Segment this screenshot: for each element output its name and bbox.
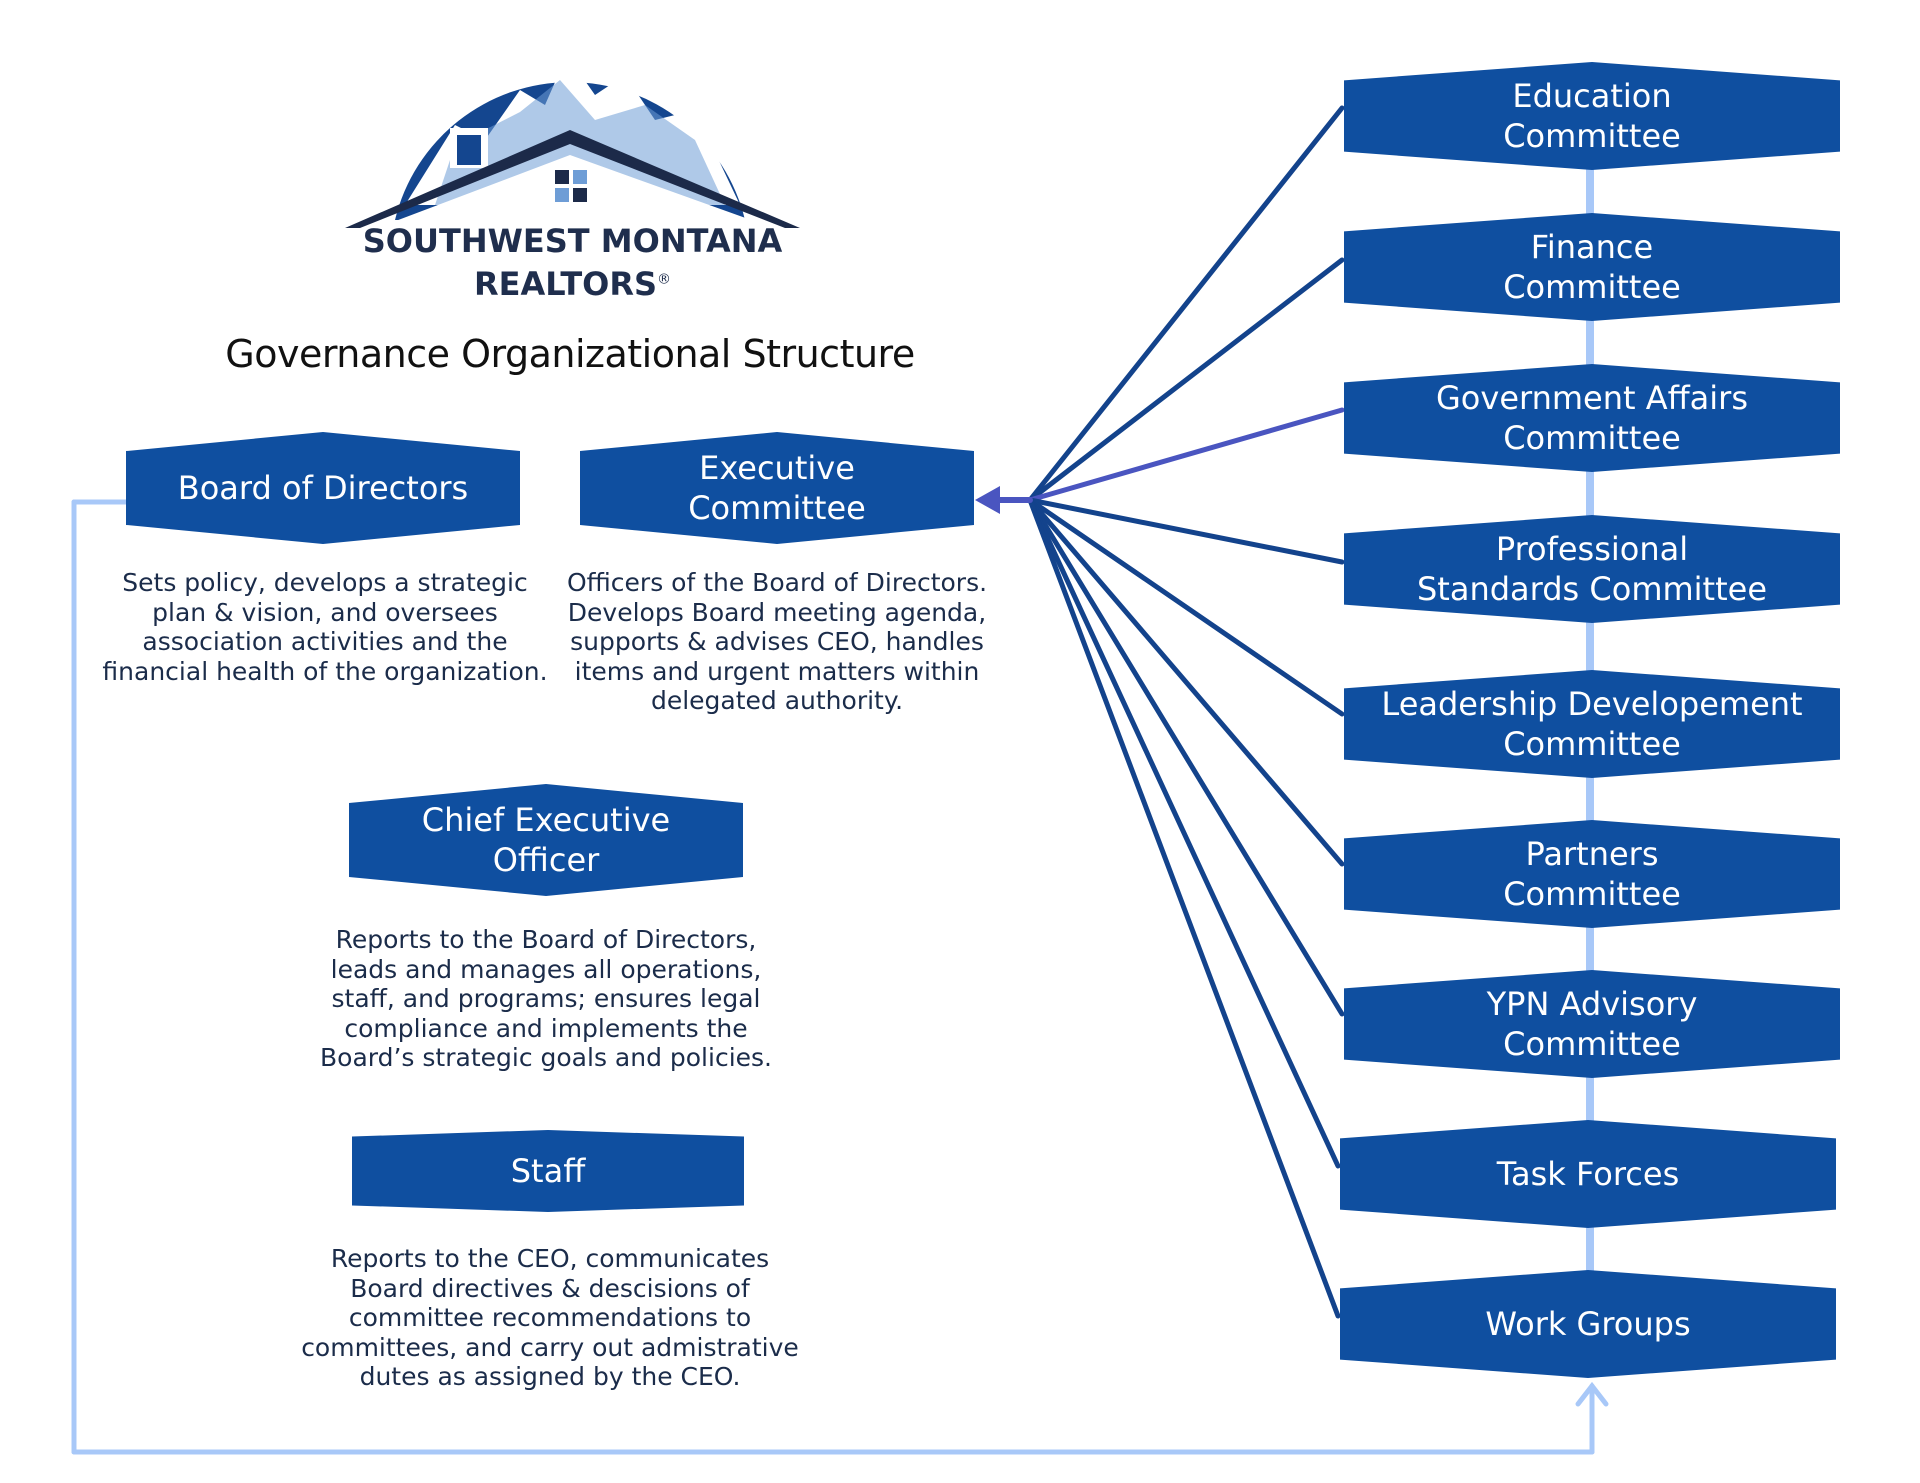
connector-line-3 bbox=[1027, 407, 1345, 503]
committee-box-work-groups: Work Groups bbox=[1340, 1270, 1836, 1378]
connector-line-9 bbox=[1027, 497, 1341, 1319]
ceo-description: Reports to the Board of Directors, leads… bbox=[320, 925, 772, 1072]
committee-box-finance-committee: Finance Committee bbox=[1344, 213, 1840, 321]
connector-line-6 bbox=[1027, 497, 1345, 867]
connector-line-2 bbox=[1027, 257, 1345, 503]
brand-line-1: SOUTHWEST MONTANA bbox=[362, 222, 783, 260]
executive-description: Officers of the Board of Directors. Deve… bbox=[566, 568, 988, 715]
committee-box-leadership-developement-committee: Leadership Developement Committee bbox=[1344, 670, 1840, 778]
staff-description: Reports to the CEO, communicates Board d… bbox=[301, 1244, 799, 1391]
brand-line-2: REALTORS® bbox=[345, 265, 800, 303]
committee-box-professional-standards-committee: Professional Standards Committee bbox=[1344, 515, 1840, 623]
committee-box-task-forces: Task Forces bbox=[1340, 1120, 1836, 1228]
staff-box: Staff bbox=[352, 1130, 744, 1212]
executive-committee-box: Executive Committee bbox=[580, 432, 974, 544]
page-title: Governance Organizational Structure bbox=[225, 332, 915, 376]
committee-box-government-affairs-committee: Government Affairs Committee bbox=[1344, 364, 1840, 472]
connector-line-5 bbox=[1027, 497, 1345, 717]
committee-box-partners-committee: Partners Committee bbox=[1344, 820, 1840, 928]
committee-box-ypn-advisory-committee: YPN Advisory Committee bbox=[1344, 970, 1840, 1078]
connector-line-7 bbox=[1027, 497, 1345, 1017]
ceo-box: Chief Executive Officer bbox=[349, 784, 743, 896]
registered-mark: ® bbox=[657, 271, 672, 288]
mountain-house-logo-icon bbox=[345, 55, 800, 228]
board-loop-arrow-head bbox=[1575, 1381, 1609, 1407]
executive-arrow-head bbox=[975, 486, 1000, 514]
connector-line-8 bbox=[1027, 497, 1341, 1169]
board-of-directors-box: Board of Directors bbox=[126, 432, 520, 544]
brand-name: REALTORS bbox=[473, 265, 658, 303]
committee-box-education-committee: Education Committee bbox=[1344, 62, 1840, 170]
connector-line-1 bbox=[1027, 105, 1345, 503]
connector-line-4 bbox=[1027, 497, 1345, 565]
board-description: Sets policy, develops a strategic plan &… bbox=[102, 568, 548, 686]
